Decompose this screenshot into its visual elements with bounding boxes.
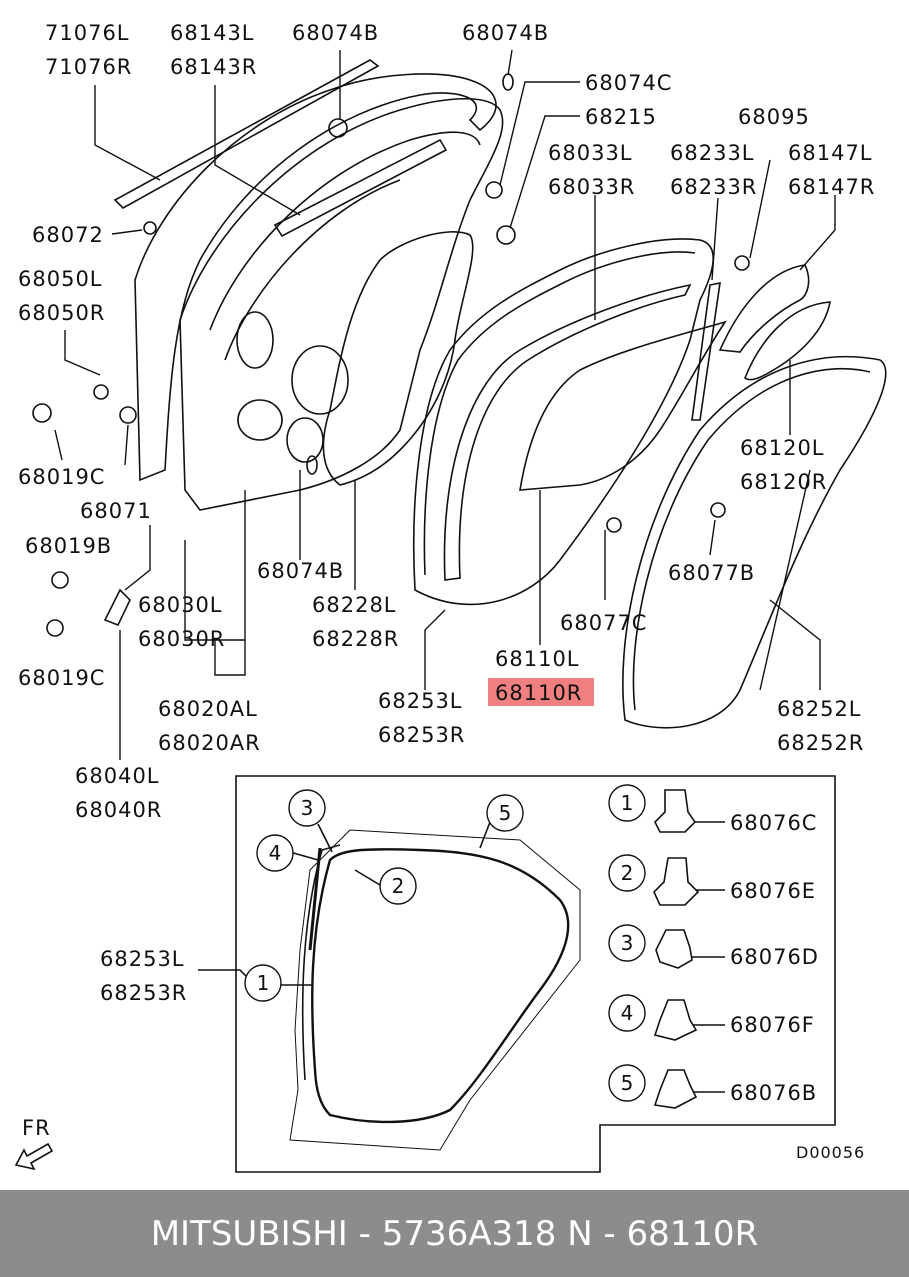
door-glass-68110	[519, 320, 727, 491]
opening-weatherstrip-68252	[622, 355, 887, 729]
part-label: 68233R	[670, 175, 757, 199]
part-label: 68020AL	[158, 697, 258, 721]
part-label: 68253L	[378, 689, 463, 713]
part-label: 68110L	[495, 647, 580, 671]
part-label: 68074B	[257, 559, 344, 583]
part-label: 68253L	[100, 947, 185, 971]
part-label: 71076R	[45, 55, 132, 79]
part-label: 68233L	[670, 141, 755, 165]
clip-icon-2	[653, 857, 700, 906]
callout-num: 4	[269, 841, 282, 865]
callout-circle-3	[288, 789, 326, 827]
parts-diagram: 3 4 2 5 1 1 2 3 4 5 71076L 71076R 68143L…	[14, 21, 887, 1173]
legend-circle-2	[608, 854, 646, 892]
part-label: 68040L	[75, 764, 160, 788]
clip-icon-4	[653, 999, 698, 1041]
part-label: 68071	[80, 499, 152, 523]
waterproof-film	[322, 231, 474, 486]
legend-circle-5	[608, 1064, 646, 1102]
part-label: 68252R	[777, 731, 864, 755]
part-label: 68147R	[788, 175, 875, 199]
highlight-68110R	[488, 678, 594, 706]
quarter-glass-68120	[744, 301, 831, 381]
part-label: 68143L	[170, 21, 255, 45]
part-label: 68120R	[740, 470, 827, 494]
part-label: 68228R	[312, 627, 399, 651]
part-label: 68252L	[777, 697, 862, 721]
clip-label: 68076D	[730, 945, 819, 969]
callout-num: 2	[392, 874, 405, 898]
part-label: 68074B	[462, 21, 549, 45]
clip-label: 68076B	[730, 1081, 817, 1105]
diagram-code: D00056	[796, 1143, 865, 1162]
callout-num: 5	[499, 801, 512, 825]
part-label: 68033L	[548, 141, 633, 165]
door-outer-panel	[134, 73, 497, 482]
legend-num: 3	[621, 931, 634, 955]
part-label: 68147L	[788, 141, 873, 165]
part-label: 68143R	[170, 55, 257, 79]
door-inner-panel	[179, 98, 504, 511]
part-label: 68077B	[668, 561, 755, 585]
door-weatherstrip-68253	[413, 238, 714, 606]
footer-bar: MITSUBISHI - 5736A318 N - 68110R	[0, 1190, 909, 1277]
callout-circle-1	[244, 964, 282, 1002]
footer-part-number: MITSUBISHI - 5736A318 N - 68110R	[150, 1213, 759, 1254]
legend-num: 4	[621, 1001, 634, 1025]
clip-icon-3	[655, 929, 693, 969]
part-label: 71076L	[45, 21, 130, 45]
part-label: 68253R	[378, 723, 465, 747]
clip-icon-5	[653, 1069, 698, 1109]
channel-68233	[691, 281, 721, 421]
quarter-glass-frame-68147	[718, 264, 810, 353]
part-label-highlighted: 68110R	[495, 681, 582, 705]
part-label: 68074C	[585, 71, 672, 95]
callout-num: 3	[301, 796, 314, 820]
part-label: 68019B	[25, 534, 112, 558]
legend-num: 5	[621, 1071, 634, 1095]
part-label: 68215	[585, 105, 657, 129]
part-label: 68095	[738, 105, 810, 129]
clip-label: 68076F	[730, 1013, 815, 1037]
leader-lines	[54, 49, 836, 760]
belt-molding	[113, 59, 380, 209]
part-label: 68019C	[18, 666, 105, 690]
callout-circle-5	[486, 794, 524, 832]
part-label: 68074B	[292, 21, 379, 45]
part-label: 68120L	[740, 436, 825, 460]
part-label: 68019C	[18, 465, 105, 489]
part-label: 68040R	[75, 798, 162, 822]
callout-circle-4	[256, 834, 294, 872]
front-indicator-label: FR	[22, 1116, 51, 1140]
clip-label: 68076E	[730, 879, 816, 903]
part-label: 68030R	[138, 627, 225, 651]
glass-run-68033	[443, 283, 692, 581]
part-label: 68050R	[18, 301, 105, 325]
part-label: 68253R	[100, 981, 187, 1005]
clip-icon-1	[654, 789, 697, 833]
belt-weatherstrip	[273, 138, 448, 238]
part-label: 68030L	[138, 593, 223, 617]
part-label: 68072	[32, 223, 104, 247]
part-label: 68228L	[312, 593, 397, 617]
part-label: 68020AR	[158, 731, 261, 755]
diagram-linework	[32, 59, 887, 729]
legend-num: 1	[621, 791, 634, 815]
inset-box	[198, 775, 836, 1173]
callout-circle-2	[379, 867, 417, 905]
front-arrow-icon	[14, 1142, 54, 1171]
legend-circle-4	[608, 994, 646, 1032]
part-label: 68077C	[560, 611, 647, 635]
legend-circle-3	[608, 924, 646, 962]
part-label: 68050L	[18, 267, 103, 291]
callout-num: 1	[257, 971, 270, 995]
inset-weatherstrip	[311, 848, 570, 1124]
part-label: 68033R	[548, 175, 635, 199]
clip-label: 68076C	[730, 811, 817, 835]
legend-num: 2	[621, 861, 634, 885]
legend-circle-1	[608, 784, 646, 822]
